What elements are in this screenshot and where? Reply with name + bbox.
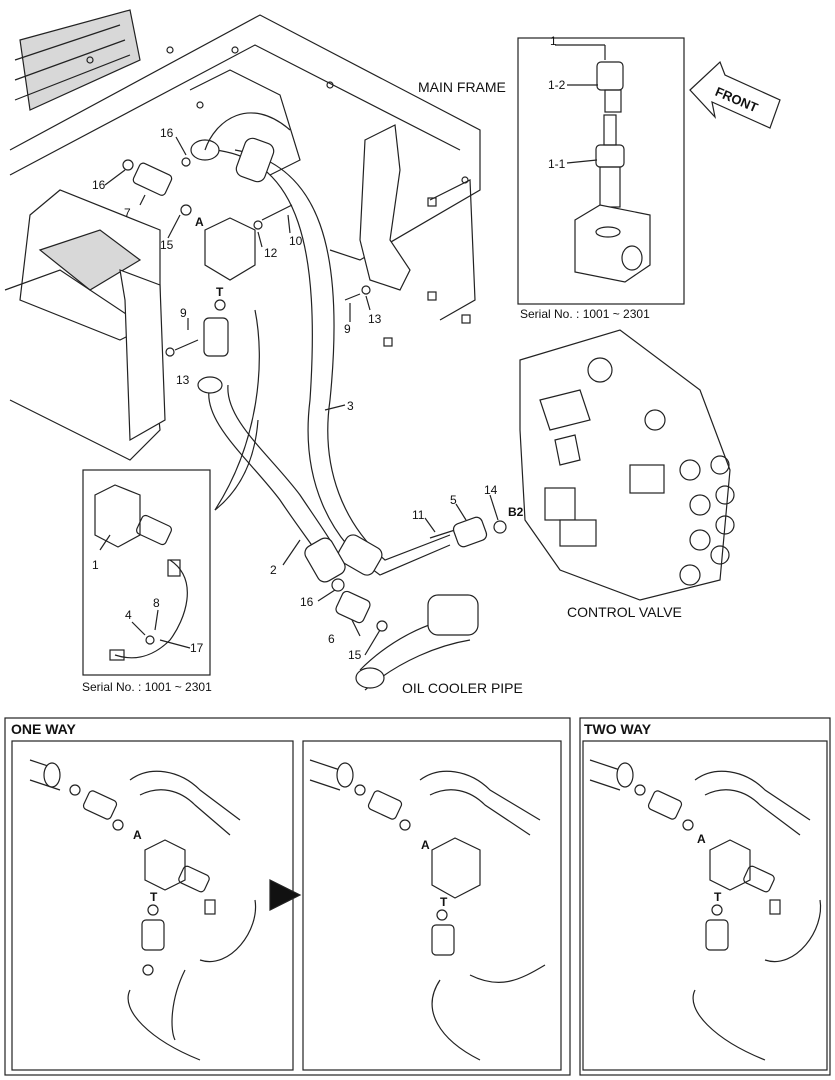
callout-15-b: 15 bbox=[348, 648, 362, 662]
callout-1-2: 1-2 bbox=[548, 78, 566, 92]
callout-15-a: 15 bbox=[160, 238, 174, 252]
serial-number-top: Serial No. : 1001 ~ 2301 bbox=[520, 307, 650, 321]
callout-7: 7 bbox=[124, 206, 131, 220]
callout-9-a: 9 bbox=[180, 306, 187, 320]
callout-1-top: 1 bbox=[550, 34, 557, 48]
callout-10: 10 bbox=[289, 234, 303, 248]
callout-9-b: 9 bbox=[344, 322, 351, 336]
one-way-heading: ONE WAY bbox=[11, 721, 76, 737]
callout-2: 2 bbox=[270, 563, 277, 577]
callout-17: 17 bbox=[190, 641, 204, 655]
hose-drawing bbox=[190, 112, 451, 583]
panel2-callout-A: A bbox=[421, 838, 430, 852]
callout-12: 12 bbox=[264, 246, 278, 260]
callout-3: 3 bbox=[347, 399, 354, 413]
control-valve-label: CONTROL VALVE bbox=[567, 604, 682, 620]
oil-cooler-pipe-drawing bbox=[331, 578, 479, 691]
callout-16-b: 16 bbox=[92, 178, 106, 192]
callout-13-b: 13 bbox=[368, 312, 382, 326]
one-way-before-drawing bbox=[29, 759, 257, 1061]
panel3-callout-A: A bbox=[697, 832, 706, 846]
panel2-callout-T: T bbox=[440, 895, 448, 909]
panel3-callout-T: T bbox=[714, 890, 722, 904]
serial-number-left: Serial No. : 1001 ~ 2301 bbox=[82, 680, 212, 694]
callout-16-a: 16 bbox=[160, 126, 174, 140]
main-frame-drawing bbox=[4, 9, 481, 461]
callout-13-a: 13 bbox=[176, 373, 190, 387]
flange-drawing bbox=[429, 516, 507, 548]
callout-5: 5 bbox=[450, 493, 457, 507]
callout-6: 6 bbox=[328, 632, 335, 646]
fittings-drawing bbox=[122, 157, 371, 511]
solenoid-inset-drawing bbox=[94, 419, 259, 661]
two-way-drawing bbox=[589, 759, 822, 1061]
callout-4: 4 bbox=[125, 608, 132, 622]
callout-8: 8 bbox=[153, 596, 160, 610]
callout-T: T bbox=[216, 285, 224, 299]
two-way-heading: TWO WAY bbox=[584, 721, 652, 737]
callout-14: 14 bbox=[484, 483, 498, 497]
callout-B2: B2 bbox=[508, 505, 524, 519]
callout-11: 11 bbox=[412, 508, 425, 522]
main-frame-label: MAIN FRAME bbox=[418, 79, 506, 95]
control-valve-drawing bbox=[519, 329, 735, 601]
callout-16-c: 16 bbox=[300, 595, 314, 609]
callout-A: A bbox=[195, 215, 204, 229]
panel1-callout-A: A bbox=[133, 828, 142, 842]
callout-1-left: 1 bbox=[92, 558, 99, 572]
sensor-inset-drawing bbox=[574, 60, 781, 283]
leader-lines bbox=[99, 44, 606, 656]
panel1-callout-T: T bbox=[150, 890, 158, 904]
one-way-after-drawing bbox=[309, 759, 546, 1061]
oil-cooler-pipe-label: OIL COOLER PIPE bbox=[402, 680, 523, 696]
callout-1-1: 1-1 bbox=[548, 157, 566, 171]
